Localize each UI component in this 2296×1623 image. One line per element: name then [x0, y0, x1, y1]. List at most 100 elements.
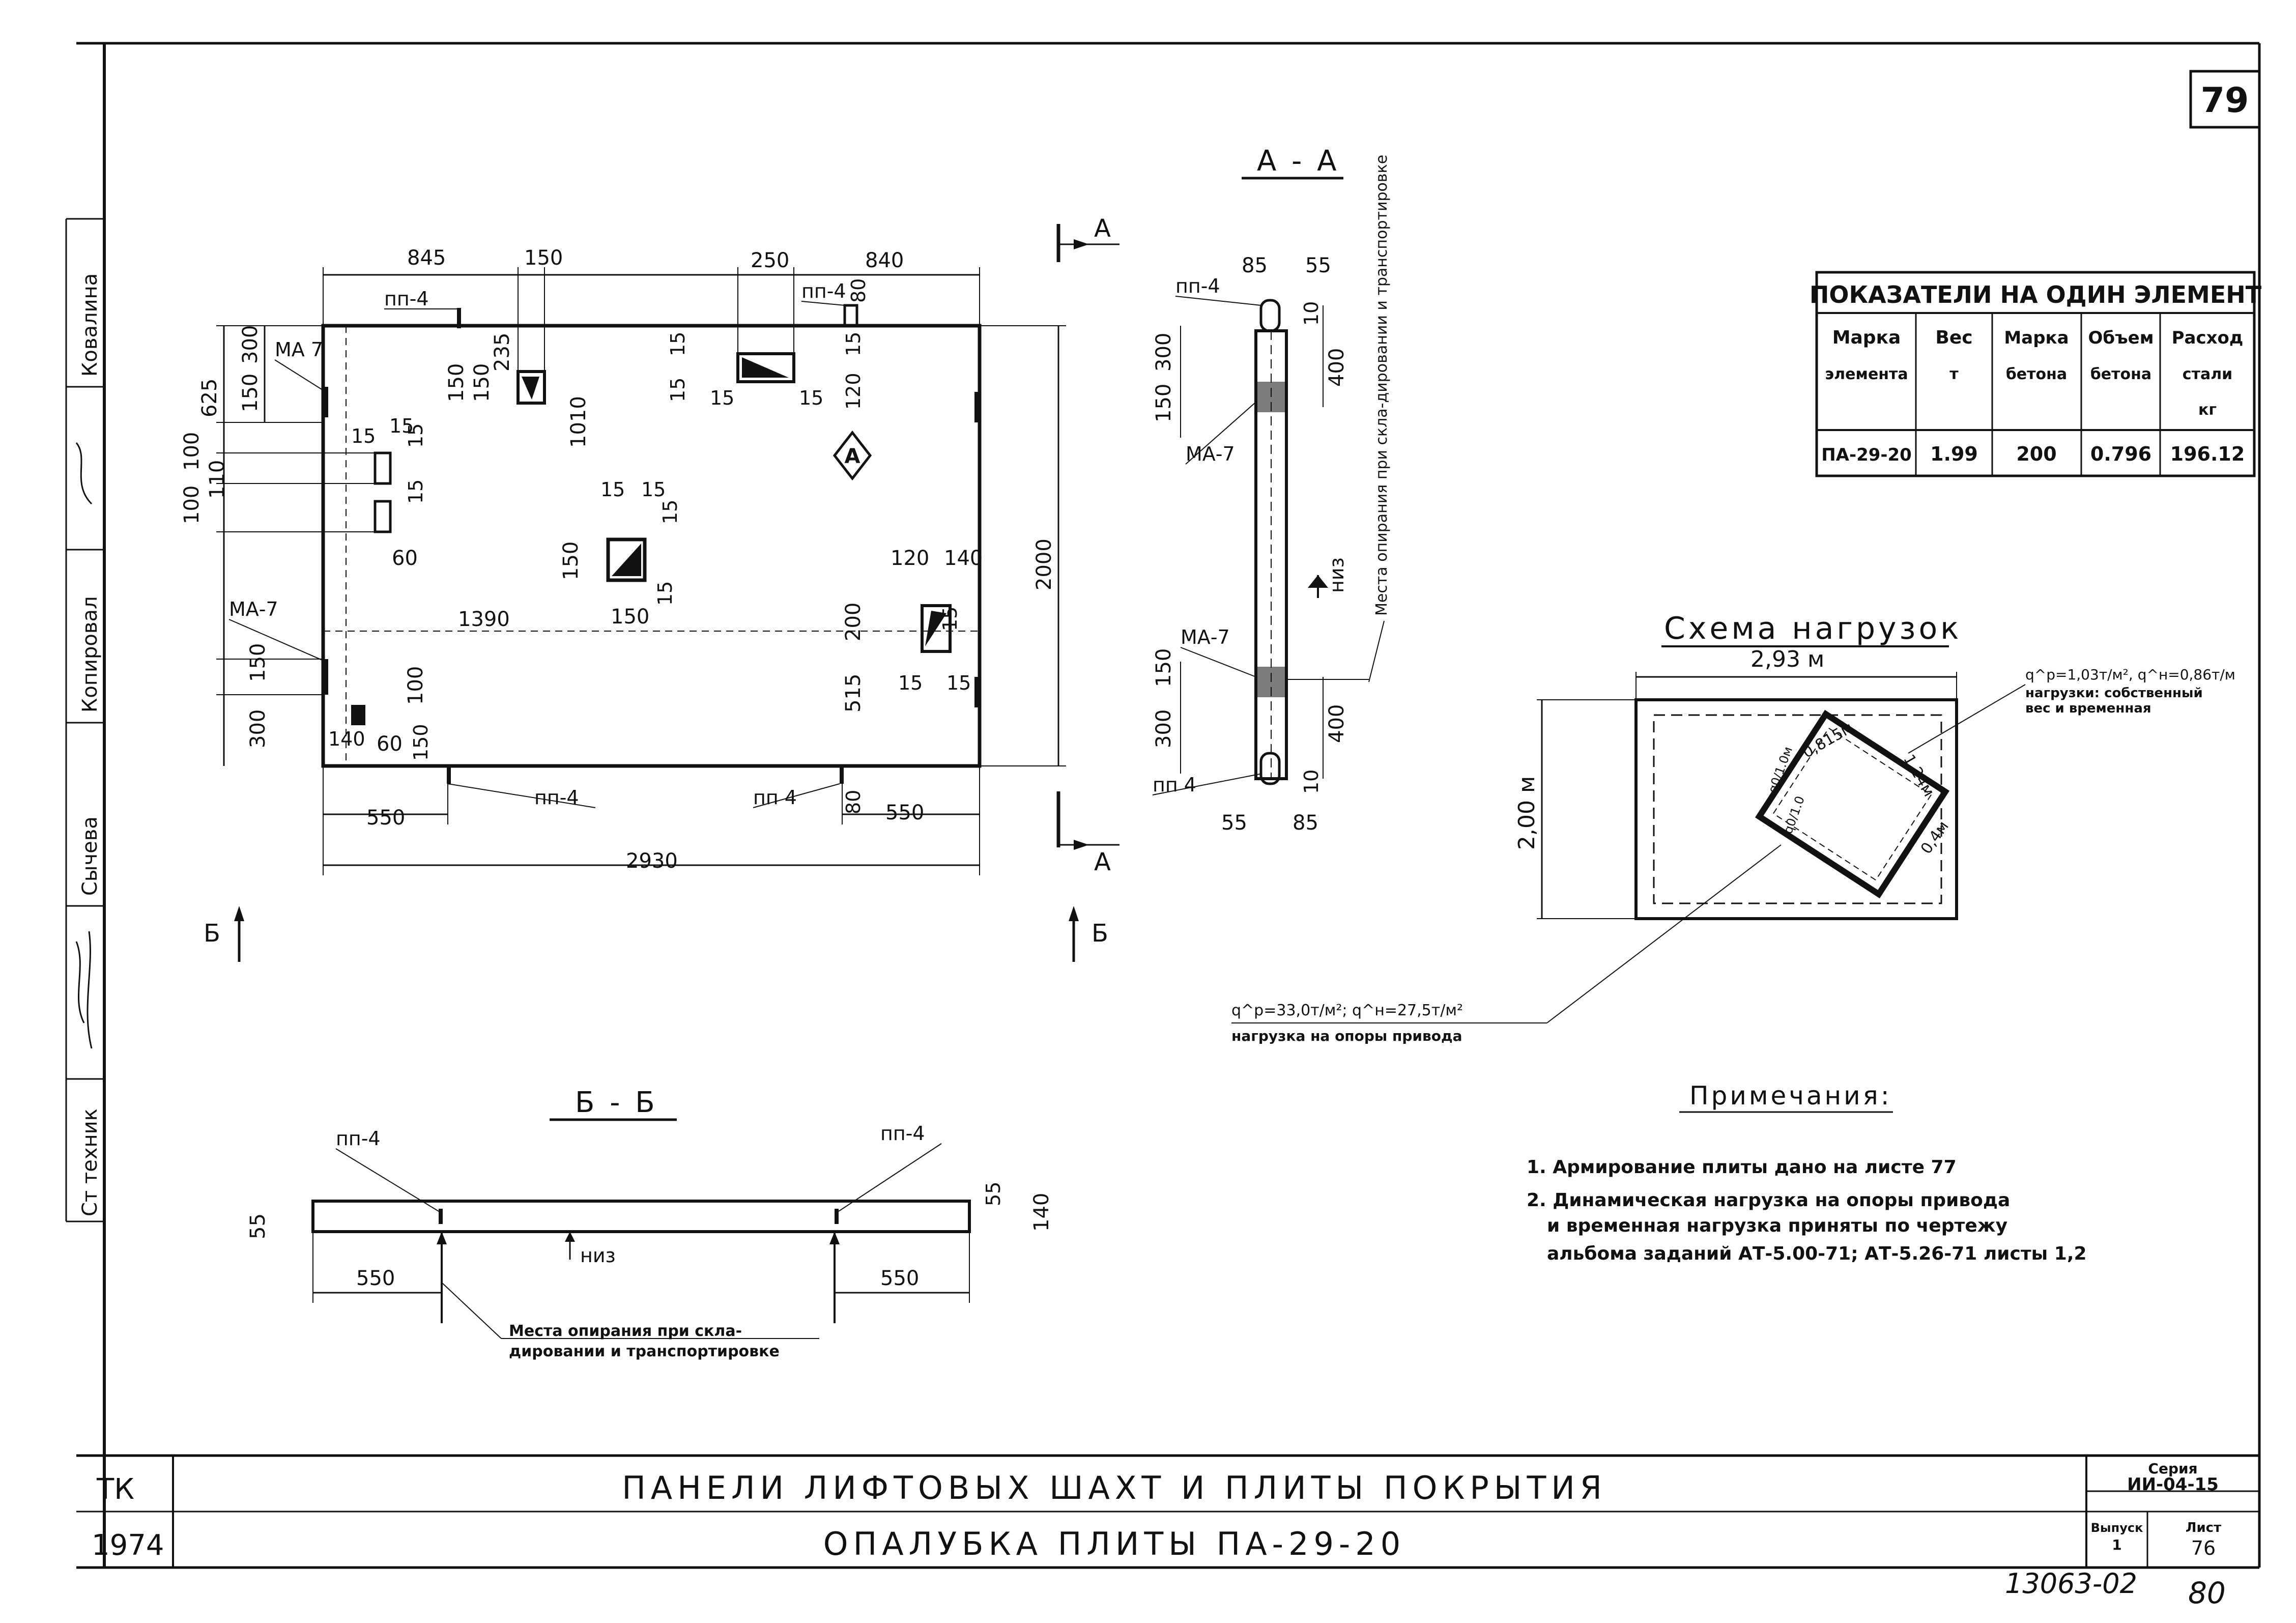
dim-845: 845: [407, 246, 446, 270]
cell-steel: 196.12: [2170, 443, 2245, 465]
svg-text:1010: 1010: [567, 396, 590, 448]
svg-text:85: 85: [1242, 254, 1268, 277]
svg-text:400: 400: [1325, 704, 1348, 743]
svg-text:80: 80: [847, 278, 870, 303]
load-scheme: Схема нагрузок 2,93 м 2,00 м 0,815м 1,24…: [1231, 611, 2235, 1044]
section-bb: Б - Б пп-4 пп-4 55 550 550 55 140 низ Ме…: [246, 1086, 1053, 1360]
note-2a: 2. Динамическая нагрузка на опоры привод…: [1527, 1190, 2010, 1211]
dim-1390: 1390: [458, 608, 510, 631]
indicators-table: ПОКАЗАТЕЛИ НА ОДИН ЭЛЕМЕНТ Марка элемент…: [1810, 271, 2262, 477]
svg-text:Вес: Вес: [1935, 327, 1972, 348]
svg-text:бетона: бетона: [2090, 365, 2151, 383]
opening-right: [921, 604, 952, 653]
dim-100-a: 100: [180, 432, 204, 471]
section-cut-A: А А: [1056, 214, 1120, 876]
svg-text:низ: низ: [1326, 557, 1348, 593]
note-2c: альбома заданий АТ-5.00-71; АТ-5.26-71 л…: [1547, 1243, 2087, 1264]
svg-text:15: 15: [667, 332, 689, 356]
section-aa: А - А 85 55 10 300 400 150 150 300 400 1…: [1152, 145, 1391, 835]
dim-2000: 2000: [1032, 538, 1056, 590]
pp4-loop-bottom-left: [447, 766, 451, 784]
dim-300-lower: 300: [246, 709, 270, 748]
svg-text:85: 85: [1293, 811, 1318, 835]
embed-left-1: [351, 451, 392, 725]
svg-text:1,24м: 1,24м: [1900, 752, 1938, 800]
svg-text:15: 15: [667, 378, 689, 402]
svg-text:80: 80: [842, 790, 865, 814]
svg-text:Марка: Марка: [2004, 328, 2069, 348]
load-scheme-slab: [1634, 698, 1958, 920]
svg-text:пп-4: пп-4: [1175, 275, 1220, 297]
svg-text:55: 55: [982, 1182, 1004, 1206]
ma7-embed-left-top: [323, 387, 328, 417]
dim-625: 625: [198, 379, 221, 417]
label-ma7-left: МА-7: [229, 598, 278, 620]
section-bb-body: [311, 1200, 971, 1233]
svg-text:стали: стали: [2183, 365, 2232, 383]
svg-text:Б: Б: [1092, 919, 1108, 948]
svg-text:т: т: [1949, 365, 1959, 383]
svg-text:15: 15: [939, 607, 961, 631]
svg-text:150: 150: [611, 605, 649, 629]
title-org: ТК: [96, 1473, 134, 1506]
svg-text:55: 55: [246, 1213, 270, 1239]
svg-text:Лист: Лист: [2186, 1520, 2221, 1535]
title-sub: ОПАЛУБКА ПЛИТЫ ПА-29-20: [823, 1525, 1405, 1562]
load-top-value: q^р=1,03т/м², q^н=0,86т/м: [2025, 666, 2235, 683]
svg-text:пп-4: пп-4: [880, 1122, 925, 1145]
label-pp4-top: пп-4: [384, 288, 429, 310]
dim-300-left: 300: [239, 325, 262, 364]
cell-concrete-grade: 200: [2016, 443, 2056, 465]
stamp-name-2: Копировал: [78, 596, 102, 713]
svg-text:300: 300: [1152, 333, 1175, 372]
pp4-loop-top-left: [457, 308, 461, 328]
svg-text:60: 60: [392, 547, 418, 570]
svg-text:150: 150: [445, 363, 468, 402]
dim-250: 250: [751, 249, 789, 272]
sheet-number: 79: [2201, 80, 2249, 121]
section-aa-title: А - А: [1257, 145, 1339, 178]
svg-text:15: 15: [600, 478, 625, 501]
svg-text:150: 150: [1152, 648, 1175, 687]
opening-center: [606, 537, 647, 582]
section-bb-title: Б - Б: [575, 1086, 658, 1119]
load-scheme-opening: [1755, 709, 1950, 899]
svg-text:Выпуск: Выпуск: [2091, 1521, 2143, 1535]
sheet-number-box: 79: [2189, 70, 2261, 129]
stamp-signature-top: [75, 442, 93, 505]
opening-top-right: [736, 352, 795, 383]
load-scheme-width: 2,93 м: [1750, 646, 1824, 672]
svg-text:15: 15: [946, 672, 971, 694]
svg-text:400: 400: [1325, 348, 1348, 387]
svg-text:150: 150: [1152, 384, 1175, 422]
svg-text:бетона: бетона: [2006, 365, 2067, 383]
title-block: ТК 1974 ПАНЕЛИ ЛИФТОВЫХ ШАХТ И ПЛИТЫ ПОК…: [92, 1456, 2259, 1568]
svg-text:элемента: элемента: [1825, 365, 1908, 383]
svg-text:120: 120: [842, 373, 865, 410]
ma7-embed-right-top: [974, 392, 980, 422]
svg-text:10: 10: [1300, 301, 1323, 326]
svg-text:15: 15: [898, 672, 923, 694]
svg-text:140: 140: [328, 728, 365, 750]
ma7-embed-left-bottom: [323, 659, 328, 695]
svg-text:низ: низ: [580, 1244, 616, 1267]
note-1: 1. Армирование плиты дано на листе 77: [1527, 1157, 1957, 1178]
dim-2930: 2930: [626, 849, 678, 873]
opening-top: [516, 370, 546, 405]
svg-text:кг: кг: [2198, 401, 2217, 419]
dim-110: 110: [206, 460, 229, 499]
dim-550-left: 550: [366, 806, 405, 830]
stamp-name-4: Ст техник: [78, 1108, 102, 1216]
notes: Примечания: 1. Армирование плиты дано на…: [1527, 1081, 2087, 1264]
marker-diamond: А: [833, 430, 872, 481]
section-aa-support-note: Места опирания при скла-дировании и тран…: [1373, 155, 1391, 616]
label-ma7-top: МА 7: [275, 338, 323, 361]
svg-text:Марка: Марка: [1832, 327, 1901, 348]
label-pp4-bottom-left: пп-4: [534, 786, 579, 809]
svg-text:пп-4: пп-4: [336, 1127, 381, 1150]
slab-outline: [321, 324, 982, 768]
load-bottom-value: q^р=33,0т/м²; q^н=27,5т/м²: [1231, 1002, 1463, 1019]
footer-page: 80: [2188, 1576, 2226, 1610]
svg-text:А: А: [845, 445, 860, 468]
cell-concrete-volume: 0.796: [2090, 443, 2151, 465]
